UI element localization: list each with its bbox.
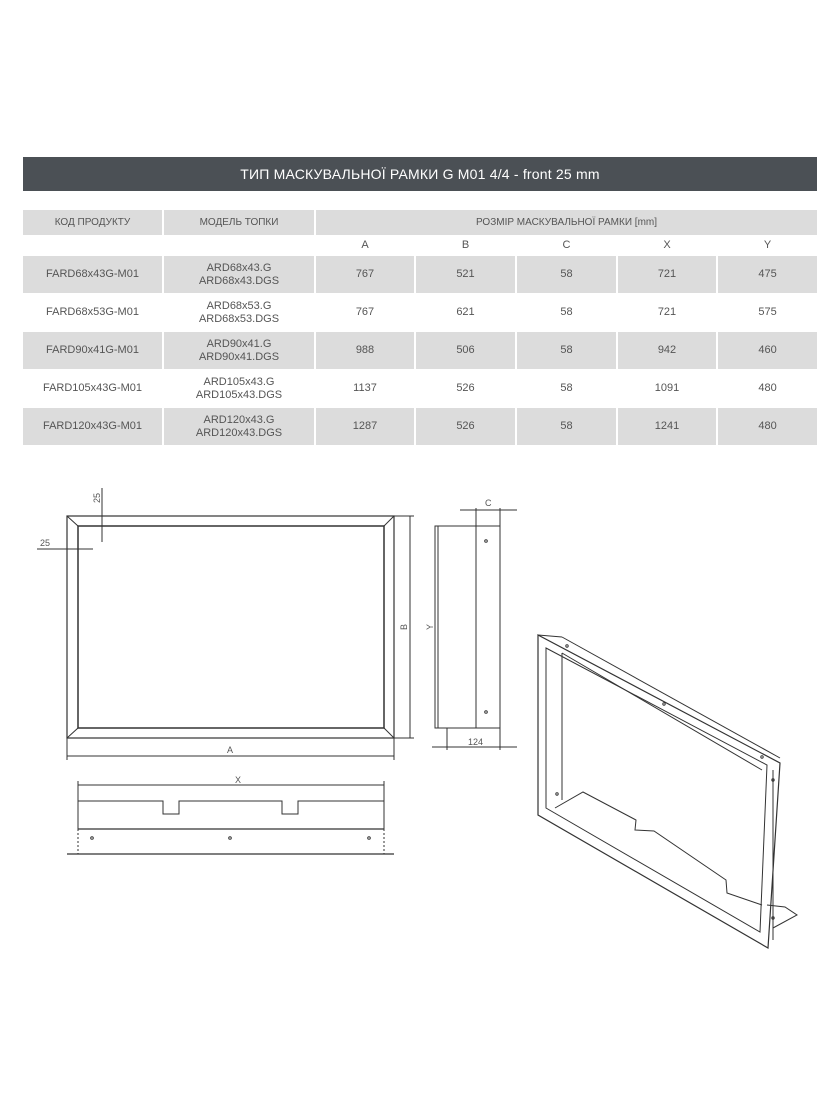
model-g: ARD68x53.G	[206, 299, 272, 312]
dim-b-value: 526	[415, 407, 517, 445]
dim-a-value: 1287	[315, 407, 416, 445]
product-code: FARD105x43G-M01	[23, 369, 164, 408]
product-code: FARD120x43G-M01	[23, 407, 164, 445]
model-g: ARD120x43.G	[203, 413, 275, 426]
model-g: ARD68x43.G	[206, 261, 272, 274]
dim-x-value: 942	[617, 331, 718, 370]
dim-header-y: Y	[763, 239, 772, 251]
dim-y-value: 480	[717, 407, 818, 445]
model-dgs: ARD90x41.DGS	[198, 350, 280, 363]
dim-y-value: 575	[717, 293, 818, 332]
side-view-drawing	[432, 508, 517, 750]
dim-c-value: 58	[516, 407, 618, 445]
dim-c-value: 58	[516, 256, 618, 294]
dim-label-y: Y	[425, 624, 435, 630]
dim-b-value: 521	[415, 256, 517, 294]
product-code: FARD68x53G-M01	[23, 293, 164, 332]
table-header-row: КОД ПРОДУКТУ МОДЕЛЬ ТОПКИ РОЗМІР МАСКУВА…	[23, 210, 818, 235]
section-title: ТИП МАСКУВАЛЬНОЇ РАМКИ G M01 4/4 - front…	[23, 157, 817, 191]
header-model: МОДЕЛЬ ТОПКИ	[163, 210, 316, 235]
dim-c-value: 58	[516, 369, 618, 408]
front-view-drawing	[37, 488, 414, 760]
dim-c-value: 58	[516, 331, 618, 370]
dim-label-b: B	[399, 624, 409, 630]
bottom-view-drawing	[67, 781, 394, 855]
dim-b-value: 621	[415, 293, 517, 332]
dim-x-value: 1241	[617, 407, 718, 445]
product-code: FARD68x43G-M01	[23, 256, 164, 294]
dim-a-value: 988	[315, 331, 416, 370]
dim-label-25-left: 25	[40, 538, 50, 548]
dim-b-value: 506	[415, 331, 517, 370]
product-code: FARD90x41G-M01	[23, 331, 164, 370]
dim-b-value: 526	[415, 369, 517, 408]
dim-label-124: 124	[468, 737, 483, 747]
table-subheader-row: A B C X Y	[23, 235, 817, 256]
dim-label-x: X	[235, 775, 241, 785]
dim-label-a: A	[227, 745, 233, 755]
dim-header-a: A	[315, 235, 416, 256]
model-dgs: ARD120x43.DGS	[195, 426, 283, 439]
model-g: ARD90x41.G	[206, 337, 272, 350]
dim-y-value: 480	[717, 369, 818, 408]
dim-label-c: C	[485, 498, 492, 508]
dim-x-value: 1091	[617, 369, 718, 408]
dim-header-x: X	[617, 235, 718, 256]
model-dgs: ARD68x43.DGS	[198, 274, 280, 287]
model-dgs: ARD68x53.DGS	[198, 312, 280, 325]
dim-label-25-top: 25	[92, 493, 102, 503]
dimensions-table: КОД ПРОДУКТУ МОДЕЛЬ ТОПКИ РОЗМІР МАСКУВА…	[23, 210, 818, 445]
dim-header-c: C	[516, 235, 618, 256]
dim-a-value: 767	[315, 256, 416, 294]
header-size: РОЗМІР МАСКУВАЛЬНОЇ РАМКИ [mm]	[315, 210, 818, 235]
header-code: КОД ПРОДУКТУ	[23, 210, 164, 235]
dim-header-b: B	[415, 235, 517, 256]
model-g: ARD105x43.G	[203, 375, 275, 388]
dim-a-value: 1137	[315, 369, 416, 408]
dim-x-value: 721	[617, 293, 718, 332]
perspective-view-drawing	[537, 634, 798, 950]
dim-y-value: 460	[717, 331, 818, 370]
dim-a-value: 767	[315, 293, 416, 332]
model-dgs: ARD105x43.DGS	[195, 388, 283, 401]
dim-x-value: 721	[617, 256, 718, 294]
dim-c-value: 58	[516, 293, 618, 332]
dim-y-value: 475	[717, 256, 818, 294]
